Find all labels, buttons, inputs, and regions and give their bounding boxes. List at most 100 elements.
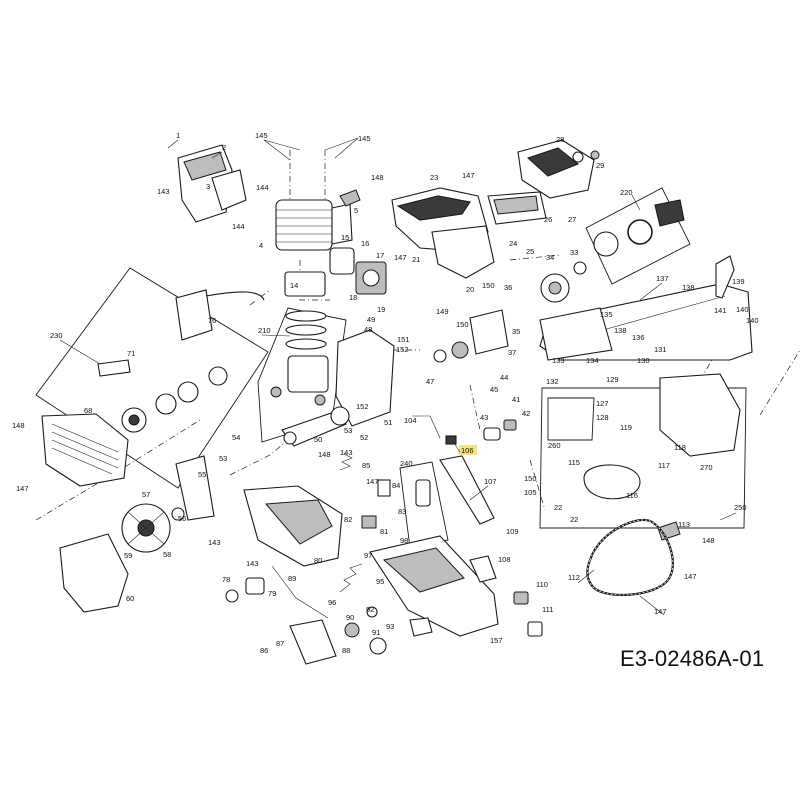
callout-147: 147 [394,253,407,262]
callout-111: 111 [542,605,553,614]
callout-140: 140 [746,316,759,325]
parts [41,139,753,665]
callout-35: 35 [512,327,520,336]
callout-22: 22 [570,515,578,524]
callout-96: 96 [328,598,336,607]
callout-21: 21 [412,255,420,264]
chain-brake-plate [539,307,613,361]
callout-113: 113 [678,520,690,529]
crankcase-52 [335,329,395,427]
nut-29 [590,150,600,160]
part-43 [483,427,501,441]
callout-4: 4 [259,241,263,250]
callout-110: 110 [536,580,548,589]
callout-143: 143 [340,448,353,457]
part-88 [289,619,337,665]
callout-131: 131 [654,345,667,354]
callout-106: 106 [461,446,474,455]
callout-147: 147 [654,607,667,616]
callout-93: 93 [386,622,394,631]
callout-28: 28 [556,135,564,144]
choke-rod-89 [271,565,329,619]
callout-17: 17 [376,251,384,260]
callout-148: 148 [12,421,25,430]
callout-81: 81 [380,527,388,536]
callout-135: 135 [600,310,613,319]
callout-107: 107 [484,477,497,486]
part-110 [513,591,529,605]
bearing-33 [573,261,587,275]
callout-260: 260 [548,441,561,450]
callout-152: 152 [396,345,409,354]
callout-3: 3 [206,182,210,191]
callout-47: 47 [426,377,434,386]
ignition-module [175,289,213,341]
callout-106-highlight: 106 [459,445,477,455]
brake-band-116 [583,464,641,500]
callout-138: 138 [682,283,695,292]
callout-15: 15 [341,233,349,242]
callout-89: 89 [288,574,296,583]
document-code: E3-02486A-01 [620,646,765,671]
group-frame-260 [547,397,595,441]
callout-2: 2 [222,143,226,152]
callout-23: 23 [430,173,438,182]
callout-147: 147 [684,572,697,581]
callout-150: 150 [482,281,495,290]
callout-53: 53 [219,454,227,463]
callout-119: 119 [620,423,632,432]
callout-16: 16 [361,239,369,248]
callout-115: 115 [568,458,580,467]
callout-57: 57 [142,490,150,499]
callout-143: 143 [208,538,221,547]
callout-49: 49 [367,315,375,324]
callout-145: 145 [358,134,371,143]
callout-143: 143 [157,187,170,196]
callout-86: 86 [260,646,268,655]
spring-96 [339,563,363,593]
spark-plug [339,189,361,207]
clutch-assembly [593,199,685,257]
callout-45: 45 [490,385,498,394]
part-82 [361,515,377,529]
air-intake-housing [431,225,495,279]
callout-129: 129 [606,375,619,384]
oil-pump-37 [469,309,509,355]
callout-118: 118 [674,443,686,452]
washer-28 [572,151,584,163]
callout-108: 108 [498,555,511,564]
part-106 [445,435,457,445]
callout-91: 91 [372,628,380,637]
callout-130: 130 [637,356,650,365]
fuel-filter-240 [415,479,431,507]
callout-76: 76 [208,316,216,325]
callout-87: 87 [276,639,284,648]
part-84 [377,479,391,497]
callout-138: 138 [614,326,627,335]
callout-112: 112 [568,573,580,582]
bar-stud-139 [715,255,735,299]
part-111 [527,621,543,637]
callout-22: 22 [554,503,562,512]
callout-250: 250 [734,503,747,512]
callout-27: 27 [568,215,576,224]
callout-104: 104 [404,416,417,425]
callout-labels: 1 2 143 144 144 3 145 145 4 5 15 16 17 1… [12,131,759,655]
callout-20: 20 [466,285,474,294]
callout-230: 230 [50,331,63,340]
brake-housing-270 [659,373,741,457]
callout-151: 151 [397,335,410,344]
callout-210: 210 [258,326,271,335]
callout-157: 157 [490,636,503,645]
callout-134: 134 [586,356,599,365]
callout-71: 71 [127,349,135,358]
part-79 [245,577,265,595]
callout-240: 240 [400,459,413,468]
part-55 [175,455,215,521]
callout-78: 78 [222,575,230,584]
callout-95: 95 [376,577,384,586]
callout-50: 50 [314,435,322,444]
part-78 [225,589,239,603]
callout-117: 117 [658,461,670,470]
